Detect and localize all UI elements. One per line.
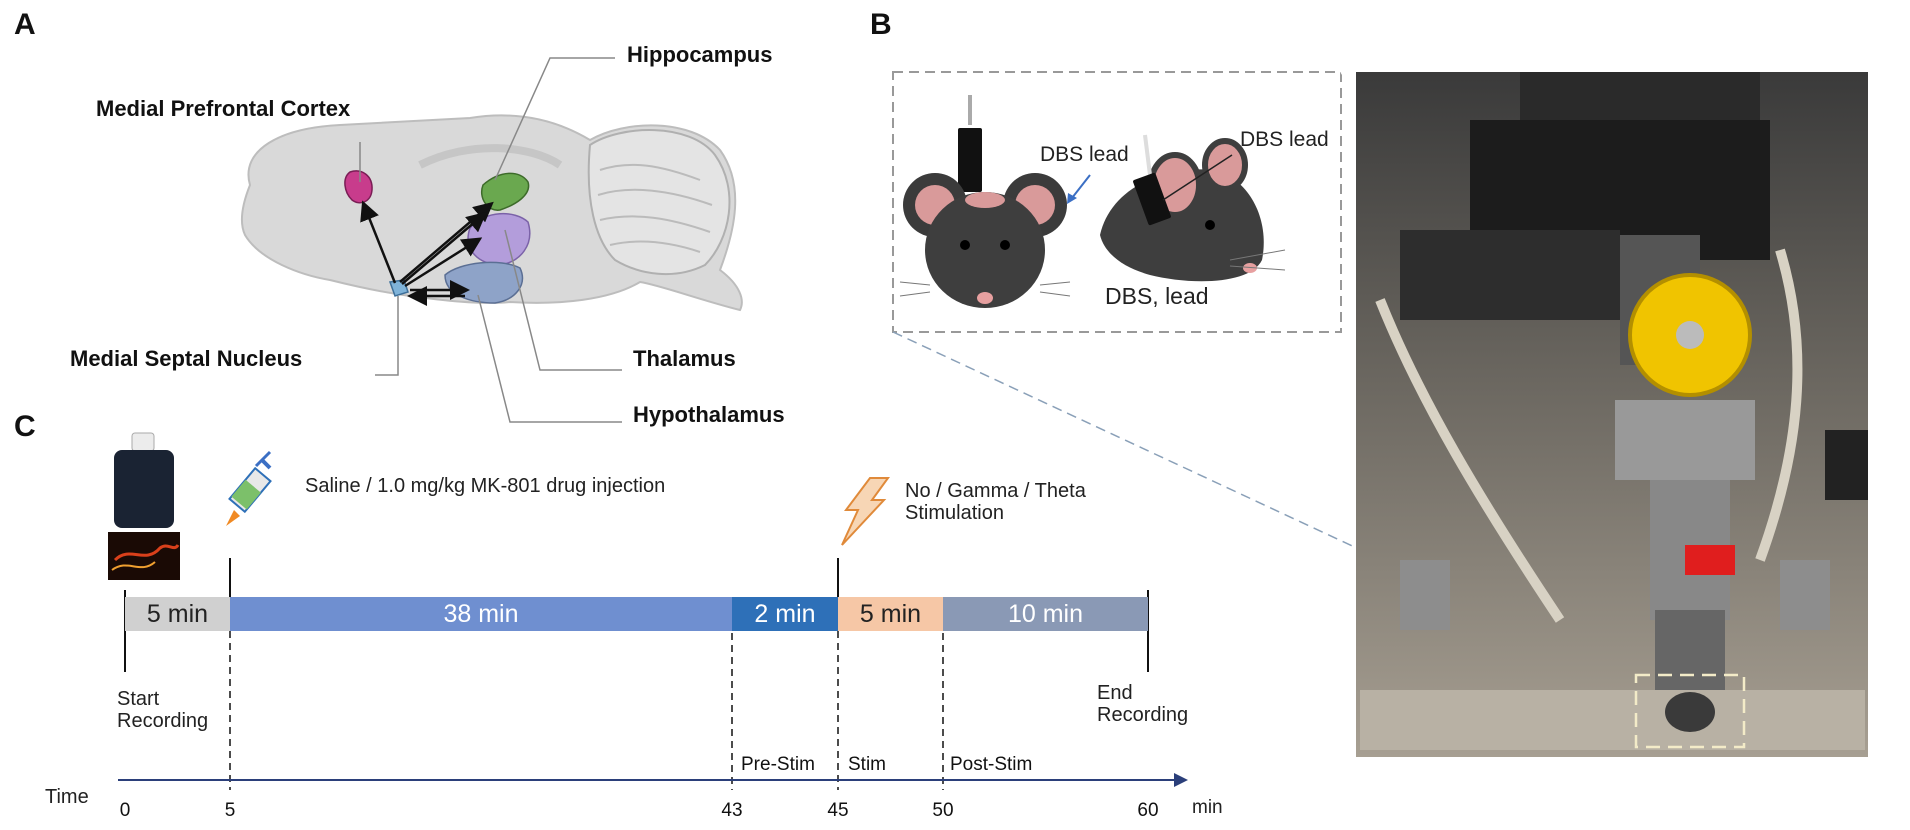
panel-letter-a: A [14, 8, 36, 41]
phase-post-stim: Post-Stim [950, 754, 1033, 775]
lightning-icon [841, 477, 890, 546]
time-tick-5: 5 [224, 800, 236, 821]
mouse-side-illustration [1100, 134, 1286, 282]
timeline-segment-4: 10 min [943, 597, 1148, 631]
label-thalamus: Thalamus [633, 346, 736, 371]
end-recording-line1: End [1097, 682, 1133, 704]
panel-letter-b: B [870, 8, 892, 41]
side-dbs-lead-label: DBS lead [1240, 128, 1329, 151]
front-dbs-lead-label: DBS lead [1040, 143, 1129, 166]
stim-text-line1: No / Gamma / Theta [905, 480, 1086, 502]
label-hippocampus: Hippocampus [627, 42, 773, 67]
syringe-icon [226, 450, 272, 526]
panel-letter-c: C [14, 410, 36, 443]
phase-stim: Stim [848, 754, 886, 775]
inset-box [892, 71, 1342, 333]
start-recording-line1: Start [117, 688, 160, 710]
time-tick-43: 43 [721, 800, 743, 821]
label-medial-septal-nucleus: Medial Septal Nucleus [70, 346, 303, 371]
stim-text-line2: Stimulation [905, 502, 1004, 524]
time-tick-0: 0 [119, 800, 131, 821]
time-axis-unit: min [1192, 797, 1223, 818]
timeline-segment-2: 2 min [732, 597, 838, 631]
rig-photo [1356, 72, 1868, 757]
time-tick-45: 45 [827, 800, 849, 821]
injection-text: Saline / 1.0 mg/kg MK-801 drug injection [305, 475, 666, 497]
start-recording-line2: Recording [117, 710, 209, 732]
time-axis-label: Time [45, 786, 89, 808]
fus-probe-icon [108, 432, 180, 580]
time-tick-60: 60 [1137, 800, 1159, 821]
timeline-segment-3: 5 min [838, 597, 943, 631]
label-medial-prefrontal-cortex: Medial Prefrontal Cortex [96, 96, 351, 121]
mouse-front-illustration [899, 95, 1071, 308]
dbs-lead-caption: DBS, lead [1105, 283, 1209, 309]
label-hypothalamus: Hypothalamus [633, 402, 785, 427]
timeline-segment-0: 5 min [125, 597, 230, 631]
timeline-segment-1: 38 min [230, 597, 732, 631]
photo-inset-marker [1634, 673, 1746, 749]
end-recording-line2: Recording [1097, 704, 1189, 726]
time-tick-50: 50 [932, 800, 954, 821]
phase-pre-stim: Pre-Stim [741, 754, 815, 775]
